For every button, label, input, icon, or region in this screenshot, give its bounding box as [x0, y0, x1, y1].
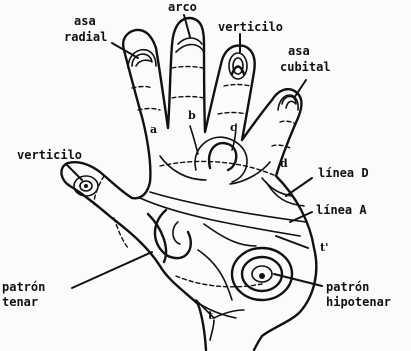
ridge-line — [198, 250, 232, 300]
finger-crease — [218, 113, 246, 115]
triradius-d: d — [280, 158, 288, 169]
label-linea-a: línea A — [316, 204, 367, 217]
finger-crease — [172, 67, 203, 69]
arco-pattern — [178, 38, 202, 44]
label-verticilo-thumb: verticilo — [17, 149, 82, 162]
arco-pattern — [176, 45, 204, 53]
leader-patron-tenar — [72, 252, 152, 288]
linea-a — [150, 192, 306, 222]
palm-crease — [160, 161, 276, 176]
patron-tenar-pattern — [173, 222, 180, 244]
label-patron-tenar-line1: patrón — [2, 281, 45, 294]
triradius-c: c — [230, 122, 237, 133]
label-patron-hipotenar-line2: hipotenar — [326, 296, 391, 309]
patron-hipotenar-core — [259, 273, 265, 279]
label-linea-d: línea D — [318, 167, 369, 180]
triradius-t-prime: t' — [320, 242, 328, 253]
leader-linea-a — [290, 212, 312, 222]
triradius-t: t — [208, 310, 213, 321]
label-patron-hipotenar-line1: patrón — [326, 281, 369, 294]
ridge-line — [160, 156, 206, 180]
leader-t-prime — [276, 236, 308, 248]
triradius-b: b — [188, 110, 196, 121]
label-asa-radial-line2: radial — [64, 31, 107, 44]
axial-line — [210, 320, 214, 340]
palm-crease — [176, 276, 262, 287]
label-asa-radial-line1: asa — [74, 15, 96, 28]
triradius-a: a — [150, 124, 157, 135]
leader-verticilo-thumb — [66, 164, 82, 180]
label-patron-tenar-line2: tenar — [2, 296, 38, 309]
label-asa-cubital-line2: cubital — [280, 61, 331, 74]
ridge-line — [190, 126, 198, 154]
linea-d — [262, 178, 292, 196]
finger-crease — [138, 109, 160, 111]
thumb-verticilo-core — [84, 184, 88, 188]
finger-crease — [132, 87, 152, 89]
finger-crease — [280, 121, 296, 124]
label-asa-cubital-line1: asa — [288, 45, 310, 58]
axial-line — [196, 300, 244, 318]
finger-crease — [172, 97, 204, 99]
label-verticilo-top: verticilo — [218, 21, 283, 34]
label-arco: arco — [168, 1, 197, 14]
finger-crease — [224, 85, 250, 87]
leader-linea-d — [286, 178, 312, 196]
